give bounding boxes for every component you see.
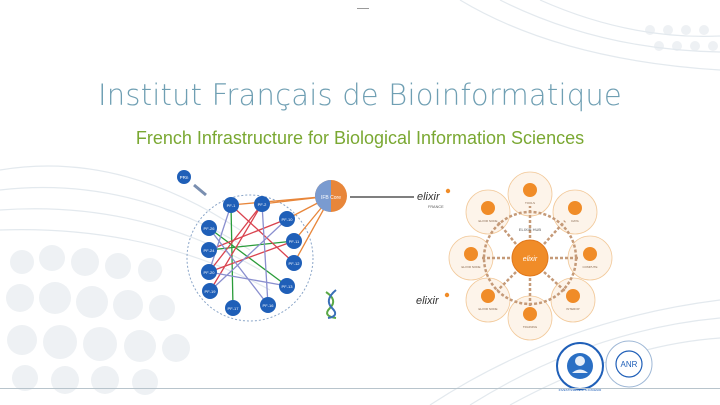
pf-node-label: PF-24 (204, 248, 216, 253)
elixir-dot-icon (445, 188, 451, 194)
core-label: IFB Core (321, 195, 341, 201)
bottom-divider (0, 388, 720, 389)
pillar-label: ELIXIR NODE (461, 265, 480, 269)
pf-node-label: PF-11 (289, 239, 300, 244)
elixir-brand-text-small: elixir (416, 295, 440, 307)
elixir-brand-text: elixir (417, 191, 441, 203)
elixir-spokes (482, 206, 578, 306)
elixir-center-node (511, 239, 549, 277)
investissements-text: INVESTISSEMENTS D'AVENIR (559, 388, 603, 392)
anr-logo: ANR (605, 340, 653, 388)
pillar-label: COMPUTE (583, 265, 598, 269)
elixir-france-text: FRANCE (428, 205, 444, 209)
pf-node-label: PF-26 (204, 226, 216, 231)
pf-nodes: PF-1 PF-2 PF-10 PF-11 PF-12 PF-13 PF-16 … (201, 196, 302, 316)
pf-node-label: PF-20 (204, 270, 216, 275)
pf-node (286, 233, 302, 249)
pf-node-label: PF-2 (258, 202, 267, 207)
pf-node (279, 278, 295, 294)
top-mark (357, 8, 369, 9)
dot-pattern (6, 25, 718, 395)
pf-node (201, 264, 217, 280)
elixir-petal-icons (464, 183, 597, 321)
pf-node (223, 197, 239, 213)
pf-node-label: PF-17 (228, 306, 240, 311)
elixir-petal-labels: TOOLS DATA COMPUTE INTEROP TRAINING ELIX… (461, 201, 597, 329)
anr-text: ANR (621, 360, 638, 369)
hub-node (177, 170, 191, 184)
pf-node (201, 220, 217, 236)
pillar-label: DATA (571, 219, 579, 223)
pf-node (254, 196, 270, 212)
pillar-label: TOOLS (525, 201, 535, 205)
pf-node-label: PF-1 (227, 203, 236, 208)
elixir-hub-label: ELIXIR HUB (519, 227, 542, 232)
pf-node (260, 297, 276, 313)
slide-subtitle: French Infrastructure for Biological Inf… (135, 128, 585, 148)
investissements-avenir-logo: INVESTISSEMENTS D'AVENIR (556, 342, 604, 392)
pf-node (279, 211, 295, 227)
pillar-label: ELIXIR NODE (478, 307, 497, 311)
pf-node (225, 300, 241, 316)
pf-node-label: PF-19 (205, 289, 217, 294)
hub-label: PRn (180, 175, 189, 180)
network-boundary (186, 194, 314, 322)
pf-node-label: PF-16 (263, 303, 275, 308)
pf-node-label: PF-10 (282, 217, 294, 222)
pillar-label: INTEROP (566, 307, 579, 311)
elixir-center-text: elixir (523, 256, 538, 263)
pf-node-label: PF-12 (289, 261, 301, 266)
elixir-dot-icon (444, 292, 450, 298)
elixir-logo-small: elixir (416, 292, 450, 307)
hub-connector (193, 183, 207, 197)
pf-node (286, 255, 302, 271)
pillar-label: TRAINING (523, 325, 538, 329)
elixir-france-logo: elixir FRANCE (417, 188, 451, 209)
dna-icon (325, 289, 337, 319)
pf-node (201, 242, 217, 258)
pf-node (202, 283, 218, 299)
pillar-label: ELIXIR NODE (478, 219, 497, 223)
slide-title: Institut Français de Bioinformatique (98, 78, 622, 112)
network-edges (208, 195, 332, 309)
ifb-core-node: IFB Core (315, 180, 347, 212)
pf-node-label: PF-13 (282, 284, 294, 289)
